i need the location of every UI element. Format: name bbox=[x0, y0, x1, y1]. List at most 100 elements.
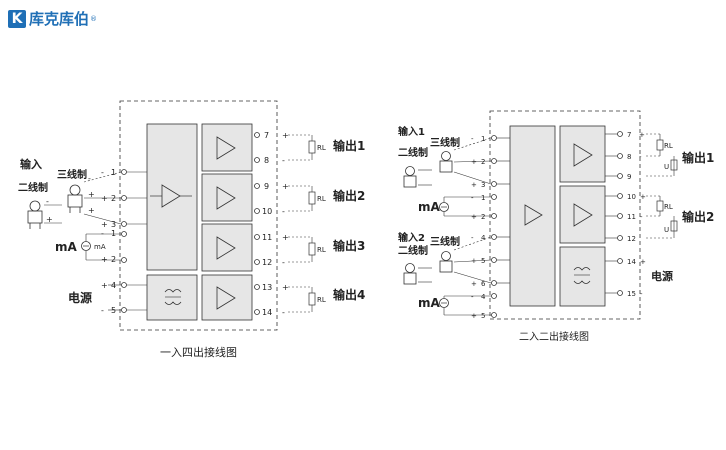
terminal-number: 9 bbox=[264, 182, 269, 191]
terminal-number: 5 bbox=[481, 312, 485, 320]
left-input-terminals: 1 2 3 1 2 4 5 - + + - + + - bbox=[101, 168, 147, 315]
terminal-sign: + bbox=[101, 255, 108, 264]
load-resistor-icon: RL bbox=[288, 134, 326, 161]
terminal-number: 2 bbox=[481, 213, 485, 221]
terminal-number: 1 bbox=[481, 194, 485, 202]
terminal-sign: - bbox=[101, 229, 104, 238]
left-transformer-icon bbox=[164, 289, 182, 305]
terminal-number: 3 bbox=[481, 181, 485, 189]
output-2-label: 输出2 bbox=[682, 209, 714, 224]
left-output-module-3 bbox=[201, 223, 253, 272]
input-label: 输入 bbox=[20, 157, 42, 171]
power-label: 电源 bbox=[68, 290, 92, 305]
right-input-2-sources: 输入2 三线制 二线制 mA bbox=[398, 231, 492, 316]
output-1-label: 输出1 bbox=[333, 138, 365, 153]
load-resistor-icon: RL bbox=[288, 236, 326, 263]
three-wire-label: 三线制 bbox=[430, 235, 460, 248]
right-diagram-caption: 二入二出接线图 bbox=[519, 330, 589, 343]
load-label: RL bbox=[317, 195, 326, 203]
terminal-number: 11 bbox=[262, 233, 272, 242]
load-label: RL bbox=[317, 246, 326, 254]
load-resistor-icon: RL bbox=[288, 185, 326, 212]
terminal-number: 14 bbox=[627, 258, 636, 266]
transmitter-icon bbox=[27, 200, 43, 229]
output-amplifier-icon bbox=[573, 203, 593, 227]
terminal-sign: + bbox=[282, 233, 289, 242]
ma-label: mA bbox=[418, 296, 441, 310]
terminal-number: 2 bbox=[111, 194, 116, 203]
left-output-module-2 bbox=[201, 173, 253, 222]
voltage-source-icon: U bbox=[646, 156, 678, 177]
output-amplifier-icon bbox=[216, 286, 236, 310]
terminal-sign: + bbox=[640, 193, 646, 201]
terminal-sign: - bbox=[282, 156, 285, 165]
terminal-sign: - bbox=[282, 258, 285, 267]
terminal-sign: + bbox=[282, 283, 289, 292]
left-input-module bbox=[146, 123, 198, 271]
terminal-number: 5 bbox=[111, 306, 116, 315]
ma-label: mA bbox=[55, 240, 78, 254]
output-1-label: 输出1 bbox=[682, 150, 714, 165]
terminal-number: 10 bbox=[262, 207, 272, 216]
brand-k-icon: K bbox=[8, 9, 26, 28]
current-source-icon bbox=[81, 241, 91, 251]
current-source-icon bbox=[439, 202, 449, 212]
terminal-sign: + bbox=[101, 281, 108, 290]
terminal-number: 12 bbox=[262, 258, 272, 267]
terminal-sign: - bbox=[282, 308, 285, 317]
output-2-label: 输出2 bbox=[333, 188, 365, 203]
brand-registered-mark: ® bbox=[90, 14, 98, 23]
terminal-number: 8 bbox=[627, 153, 631, 161]
terminal-number: 11 bbox=[627, 213, 636, 221]
terminal-sign: + bbox=[639, 131, 645, 139]
terminal-number: 6 bbox=[481, 280, 486, 288]
input-1-label: 输入1 bbox=[398, 125, 425, 138]
terminal-number: 2 bbox=[481, 158, 485, 166]
terminal-sign: - bbox=[471, 293, 474, 301]
right-output-terminals: 7 8 9 10 11 12 14 15 + - + - + - bbox=[605, 131, 714, 298]
transmitter-icon bbox=[439, 251, 453, 273]
terminal-number: 15 bbox=[627, 290, 636, 298]
transmitter-icon bbox=[439, 151, 453, 173]
terminal-sign: - bbox=[640, 290, 643, 298]
two-wire-label: 二线制 bbox=[398, 244, 428, 257]
load-resistor-icon: RL bbox=[646, 133, 673, 157]
right-diagram: 1 2 3 1 2 4 5 6 4 5 - + + - + - + + - + bbox=[398, 110, 714, 343]
ma-small-label: mA bbox=[94, 243, 106, 251]
terminal-sign: + bbox=[101, 194, 108, 203]
terminal-number: 8 bbox=[264, 156, 269, 165]
two-wire-label: 二线制 bbox=[398, 146, 428, 159]
left-diagram: 1 2 3 1 2 4 5 - + + - + + - 输入 三线制 二线制 bbox=[18, 100, 365, 359]
terminal-sign: - bbox=[101, 168, 104, 177]
terminal-sign: + bbox=[282, 182, 289, 191]
output-4-label: 输出4 bbox=[333, 287, 365, 302]
left-output-module-1 bbox=[201, 123, 253, 172]
output-amplifier-icon bbox=[216, 136, 236, 160]
terminal-number: 12 bbox=[627, 235, 636, 243]
transmitter-icon bbox=[403, 263, 417, 285]
terminal-number: 13 bbox=[262, 283, 272, 292]
left-power-module bbox=[146, 274, 198, 321]
terminal-number: 10 bbox=[627, 193, 636, 201]
right-input-amplifier-icon bbox=[524, 204, 543, 226]
right-output-module-1 bbox=[559, 125, 606, 183]
terminal-sign: + bbox=[471, 280, 477, 288]
input-2-label: 输入2 bbox=[398, 231, 425, 244]
transmitter-icon bbox=[67, 184, 83, 213]
right-input-terminals: 1 2 3 1 2 4 5 6 4 5 - + + - + - + + - + bbox=[471, 135, 510, 320]
right-transformer-icon bbox=[573, 267, 591, 284]
load-resistor-icon: RL bbox=[646, 195, 673, 217]
terminal-number: 7 bbox=[264, 131, 269, 140]
terminal-number: 3 bbox=[111, 220, 116, 229]
right-power-module bbox=[559, 246, 606, 307]
three-wire-label: 三线制 bbox=[430, 136, 460, 149]
terminal-number: 1 bbox=[111, 168, 116, 177]
load-label: RL bbox=[664, 142, 673, 150]
right-enclosure bbox=[489, 110, 641, 320]
load-label: RL bbox=[317, 296, 326, 304]
right-input-module bbox=[509, 125, 556, 307]
terminal-number: 9 bbox=[627, 173, 631, 181]
terminal-sign: - bbox=[640, 213, 643, 221]
